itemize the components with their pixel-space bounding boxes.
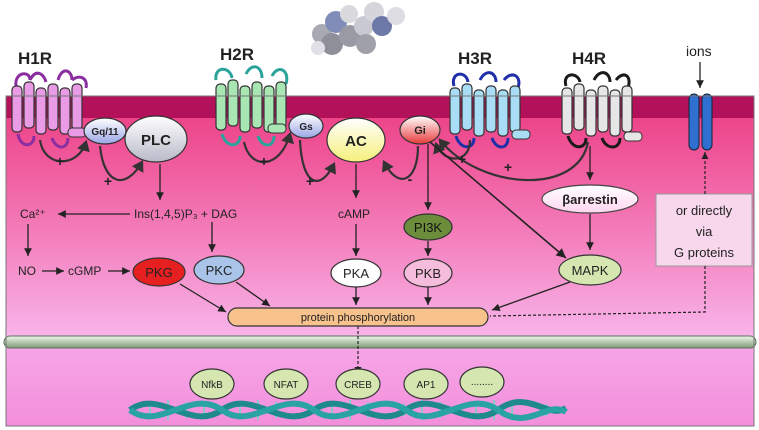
ions-label: ions (686, 43, 712, 59)
tf-nfkb-label: NfkB (201, 380, 223, 391)
protein-phosphorylation-label: protein phosphorylation (301, 312, 415, 324)
pka-node: PKA (330, 258, 382, 288)
h1r-label: H1R (18, 49, 52, 68)
mapk-node: MAPK (558, 254, 622, 286)
pi3k-label: PI3K (414, 220, 443, 235)
h2r-receptor (214, 65, 289, 147)
plus-sign-6: + (504, 159, 512, 175)
side-note-line-2: via (696, 224, 713, 239)
ca-label: Ca²⁺ (20, 207, 46, 221)
pkb-node: PKB (403, 258, 453, 288)
cell-frame (5, 95, 755, 427)
pi3k-node: PI3K (403, 213, 453, 241)
plus-sign-3: + (260, 153, 268, 169)
plus-sign-1: + (56, 153, 64, 169)
tf-ap1-label: AP1 (417, 380, 436, 391)
gi-label: Gi (414, 125, 426, 137)
cell-membrane (6, 96, 754, 118)
dna-helix (128, 399, 568, 421)
h1r-receptor (11, 69, 88, 149)
gi-protein: Gi (399, 115, 441, 145)
side-note-line-1: or directly (676, 203, 733, 218)
mapk-label: MAPK (572, 263, 609, 278)
h4r-receptor (561, 71, 643, 149)
pkc-label: PKC (206, 263, 233, 278)
plus-sign-2: + (104, 173, 112, 189)
tf-nfat-label: NFAT (274, 380, 299, 391)
minus-sign: - (408, 171, 413, 187)
pkc-node: PKC (193, 255, 245, 285)
side-note-line-3: G proteins (674, 245, 734, 260)
plc-label: PLC (141, 132, 171, 149)
ac-enzyme: AC (326, 117, 386, 163)
tf-ap1: AP1 (403, 368, 449, 400)
h2r-label: H2R (220, 45, 254, 64)
h4r-label: H4R (572, 49, 606, 68)
tf-creb-label: CREB (344, 380, 372, 391)
ion-channel (688, 93, 713, 151)
side-note-box: or directly via G proteins (655, 193, 753, 267)
ip3-dag-label: Ins(1,4,5)P₃ + DAG (134, 207, 237, 221)
barrestin-node: βarrestin (541, 184, 639, 214)
tf-creb: CREB (335, 368, 381, 400)
plus-sign-4: + (306, 173, 314, 189)
gs-label: Gs (299, 122, 313, 133)
protein-phosphorylation-node: protein phosphorylation (227, 307, 489, 327)
tf-others: ........ (459, 366, 505, 398)
nuclear-membrane (3, 335, 757, 349)
pkg-node: PKG (132, 257, 186, 287)
g-protein-dashed-line (489, 266, 706, 317)
plc-enzyme: PLC (124, 115, 188, 163)
tf-others-label: ........ (471, 377, 493, 388)
h3r-label: H3R (458, 49, 492, 68)
gq11-label: Gq/11 (91, 127, 119, 138)
h3r-receptor (449, 71, 531, 149)
pkg-label: PKG (145, 265, 172, 280)
gi-to-mapk-arrow (429, 141, 567, 259)
camp-label: cAMP (338, 207, 370, 221)
ac-label: AC (345, 133, 367, 150)
pka-label: PKA (343, 266, 369, 281)
barrestin-label: βarrestin (562, 192, 618, 207)
gs-protein: Gs (288, 113, 324, 139)
no-label: NO (18, 264, 36, 278)
pkb-label: PKB (415, 266, 441, 281)
plus-sign-5: + (458, 151, 466, 167)
tf-nfkb: NfkB (189, 368, 235, 400)
cgmp-label: cGMP (68, 264, 101, 278)
gq11-protein: Gq/11 (83, 117, 127, 145)
histamine-molecule-image (311, 2, 405, 55)
tf-nfat: NFAT (263, 368, 309, 400)
